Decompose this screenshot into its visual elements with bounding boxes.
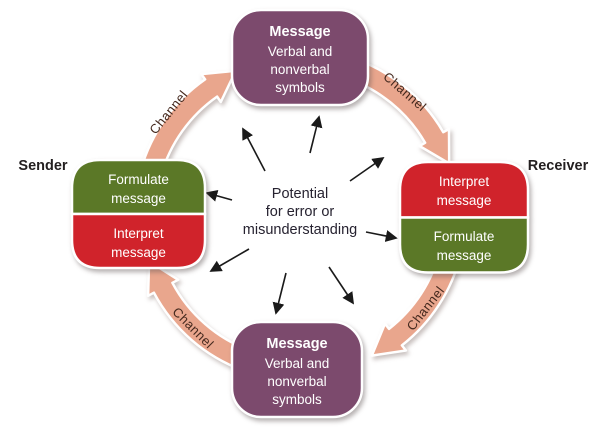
ray-arrow-down xyxy=(272,272,287,315)
channel-arrow-se xyxy=(370,248,462,357)
sender-box-top-line2: message xyxy=(111,191,166,206)
ray-arrow-down-left xyxy=(209,248,250,272)
center-caption-line3: misunderstanding xyxy=(243,222,357,238)
message-box-top-title: Message xyxy=(269,24,330,40)
message-box-top-rect xyxy=(230,8,370,107)
ray-arrow-up-left xyxy=(242,127,266,172)
message-box-top-line2: nonverbal xyxy=(270,62,329,77)
message-box-top-line1: Verbal and xyxy=(268,44,333,59)
sender-box-interpret-half xyxy=(70,212,207,270)
message-box-bottom: Message Verbal and nonverbal symbols xyxy=(230,320,364,419)
message-box-bottom-line2: nonverbal xyxy=(267,374,326,389)
sender-box-top-line1: Formulate xyxy=(108,172,169,187)
channel-arrows xyxy=(139,56,462,372)
message-box-top-line3: symbols xyxy=(275,80,325,95)
error-rays xyxy=(205,115,398,315)
ray-arrow-up xyxy=(309,115,323,154)
message-box-bottom-title: Message xyxy=(266,336,327,352)
receiver-box-top-line1: Interpret xyxy=(439,174,490,189)
message-box-bottom-line3: symbols xyxy=(272,392,322,407)
ray-arrow-down-right xyxy=(328,266,354,305)
receiver-box-formulate-half xyxy=(398,216,530,274)
receiver-box-bottom-line1: Formulate xyxy=(434,229,495,244)
message-box-bottom-line1: Verbal and xyxy=(265,356,330,371)
receiver-box-bottom-line2: message xyxy=(437,248,492,263)
center-caption: Potential for error or misunderstanding xyxy=(243,186,357,238)
center-caption-line2: for error or xyxy=(266,204,335,220)
ray-arrow-right xyxy=(365,230,398,242)
receiver-box-top-line2: message xyxy=(437,193,492,208)
ray-arrow-left xyxy=(205,189,233,202)
message-box-bottom-rect xyxy=(230,320,364,419)
message-box-top: Message Verbal and nonverbal symbols xyxy=(230,8,370,107)
ray-arrow-up-right xyxy=(349,156,385,182)
receiver-label: Receiver xyxy=(528,158,589,174)
sender-box-bottom-line1: Interpret xyxy=(113,226,164,241)
receiver-box-interpret-half xyxy=(398,160,530,219)
center-caption-line1: Potential xyxy=(272,186,328,202)
sender-box: Formulate message Interpret message xyxy=(70,158,207,270)
sender-box-bottom-line2: message xyxy=(111,245,166,260)
receiver-box: Interpret message Formulate message xyxy=(398,160,530,274)
sender-box-formulate-half xyxy=(70,158,207,216)
sender-label: Sender xyxy=(18,158,68,174)
